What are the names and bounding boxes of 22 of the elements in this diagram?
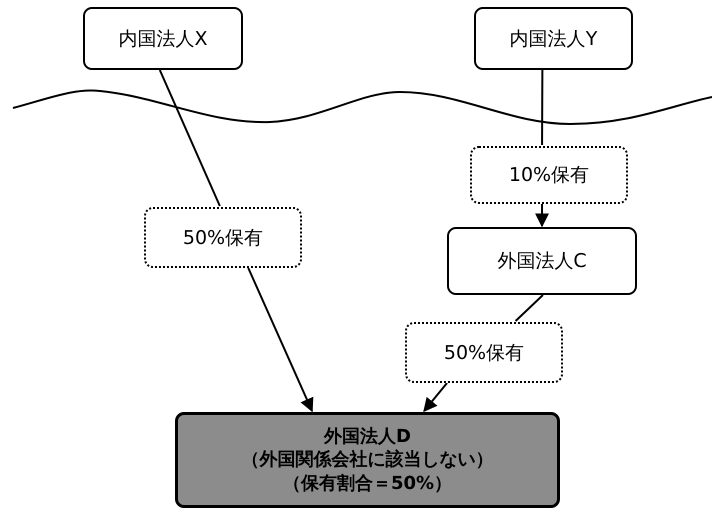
- box-text: 10%保有: [508, 163, 590, 188]
- box-text: （保有割合＝50%）: [282, 472, 452, 496]
- box-text: （外国関係会社に該当しない）: [242, 448, 494, 472]
- box-text: 50%保有: [182, 226, 264, 250]
- box-text: 内国法人Y: [510, 26, 598, 52]
- box-text: 外国法人C: [497, 249, 587, 274]
- entity-box: [83, 7, 243, 70]
- arrow: [423, 382, 448, 412]
- connector-line: [514, 294, 544, 322]
- connector-line: [158, 70, 221, 206]
- entity-box: [447, 227, 637, 295]
- share-box: [470, 146, 628, 204]
- entity-box: [175, 412, 560, 508]
- entity-box: [474, 7, 633, 70]
- arrow: [535, 204, 550, 228]
- share-box: [144, 207, 302, 268]
- arrow: [247, 268, 314, 412]
- box-text: 50%保有: [444, 340, 524, 366]
- box-text: 外国法人D: [324, 424, 411, 448]
- connector-line: [541, 70, 544, 145]
- box-text: 内国法人X: [118, 26, 208, 52]
- share-box: [405, 322, 563, 383]
